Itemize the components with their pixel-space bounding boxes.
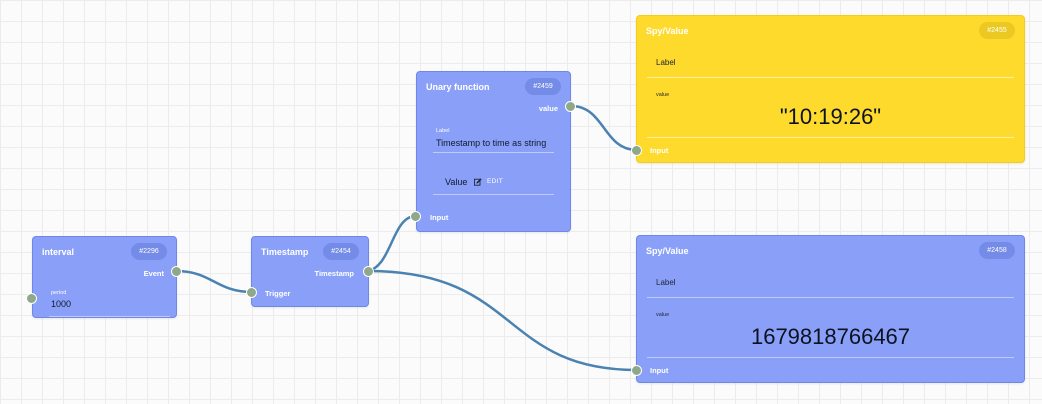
input-label: Trigger	[265, 289, 291, 298]
edit-button[interactable]: EDIT	[487, 178, 504, 185]
port-timestamp-out[interactable]	[363, 266, 374, 277]
wire-timestamp-to-unary	[367, 214, 417, 273]
port-spy-top-input[interactable]	[631, 145, 642, 156]
field-value: Timestamp to time as string	[436, 138, 547, 148]
output-label: Event	[143, 269, 164, 278]
port-unary-value-out[interactable]	[565, 101, 576, 112]
node-id-badge: #2455	[979, 22, 1015, 39]
node-interval[interactable]: interval #2296 Event period 1000	[32, 236, 177, 318]
node-title: Unary function	[426, 82, 490, 92]
wire-interval-to-timestamp	[175, 269, 253, 294]
node-title: Timestamp	[261, 247, 309, 257]
input-label: Input	[430, 213, 449, 222]
value-label: Value	[445, 177, 468, 187]
field-label: period	[51, 290, 67, 296]
divider	[647, 137, 1014, 138]
node-spy-value-bottom[interactable]: Spy/Value #2458 Label value 167981876646…	[636, 235, 1025, 383]
wire-unary-to-spy-top	[570, 104, 638, 152]
node-title: interval	[42, 247, 75, 257]
input-label: Input	[650, 146, 669, 155]
port-interval-period-in[interactable]	[26, 293, 37, 304]
port-unary-input[interactable]	[410, 211, 421, 222]
node-id-badge: #2454	[323, 243, 359, 260]
spy-value-display: "10:19:26"	[779, 104, 882, 129]
output-label: value	[538, 104, 558, 113]
pencil-icon[interactable]	[474, 178, 482, 186]
node-id-badge: #2296	[131, 243, 167, 260]
divider	[433, 152, 554, 153]
node-timestamp[interactable]: Timestamp #2454 Timestamp Trigger	[251, 236, 369, 307]
node-id-badge: #2459	[525, 78, 561, 95]
divider	[647, 357, 1014, 358]
port-interval-event-out[interactable]	[171, 266, 182, 277]
port-spy-bottom-input[interactable]	[631, 365, 642, 376]
divider	[49, 316, 170, 317]
node-title: Spy/Value	[646, 246, 689, 256]
divider	[647, 77, 1014, 78]
value-caption: value	[656, 92, 670, 98]
spy-value-display: 1679818766467	[750, 324, 911, 349]
label-text: Label	[656, 278, 676, 287]
port-timestamp-trigger-in[interactable]	[246, 287, 257, 298]
node-spy-value-top[interactable]: Spy/Value #2455 Label value "10:19:26" I…	[636, 15, 1025, 163]
divider	[647, 297, 1014, 298]
node-title: Spy/Value	[646, 26, 689, 36]
value-caption: value	[656, 312, 670, 318]
field-value: 1000	[51, 299, 72, 309]
field-label: Label	[436, 128, 450, 134]
output-label: Timestamp	[314, 269, 354, 278]
wire-timestamp-to-spy-bottom	[367, 269, 638, 372]
label-text: Label	[656, 58, 676, 67]
node-unary-function[interactable]: Unary function #2459 value Label Timesta…	[416, 71, 571, 232]
node-id-badge: #2458	[979, 242, 1015, 259]
input-label: Input	[650, 366, 669, 375]
divider	[433, 194, 554, 195]
